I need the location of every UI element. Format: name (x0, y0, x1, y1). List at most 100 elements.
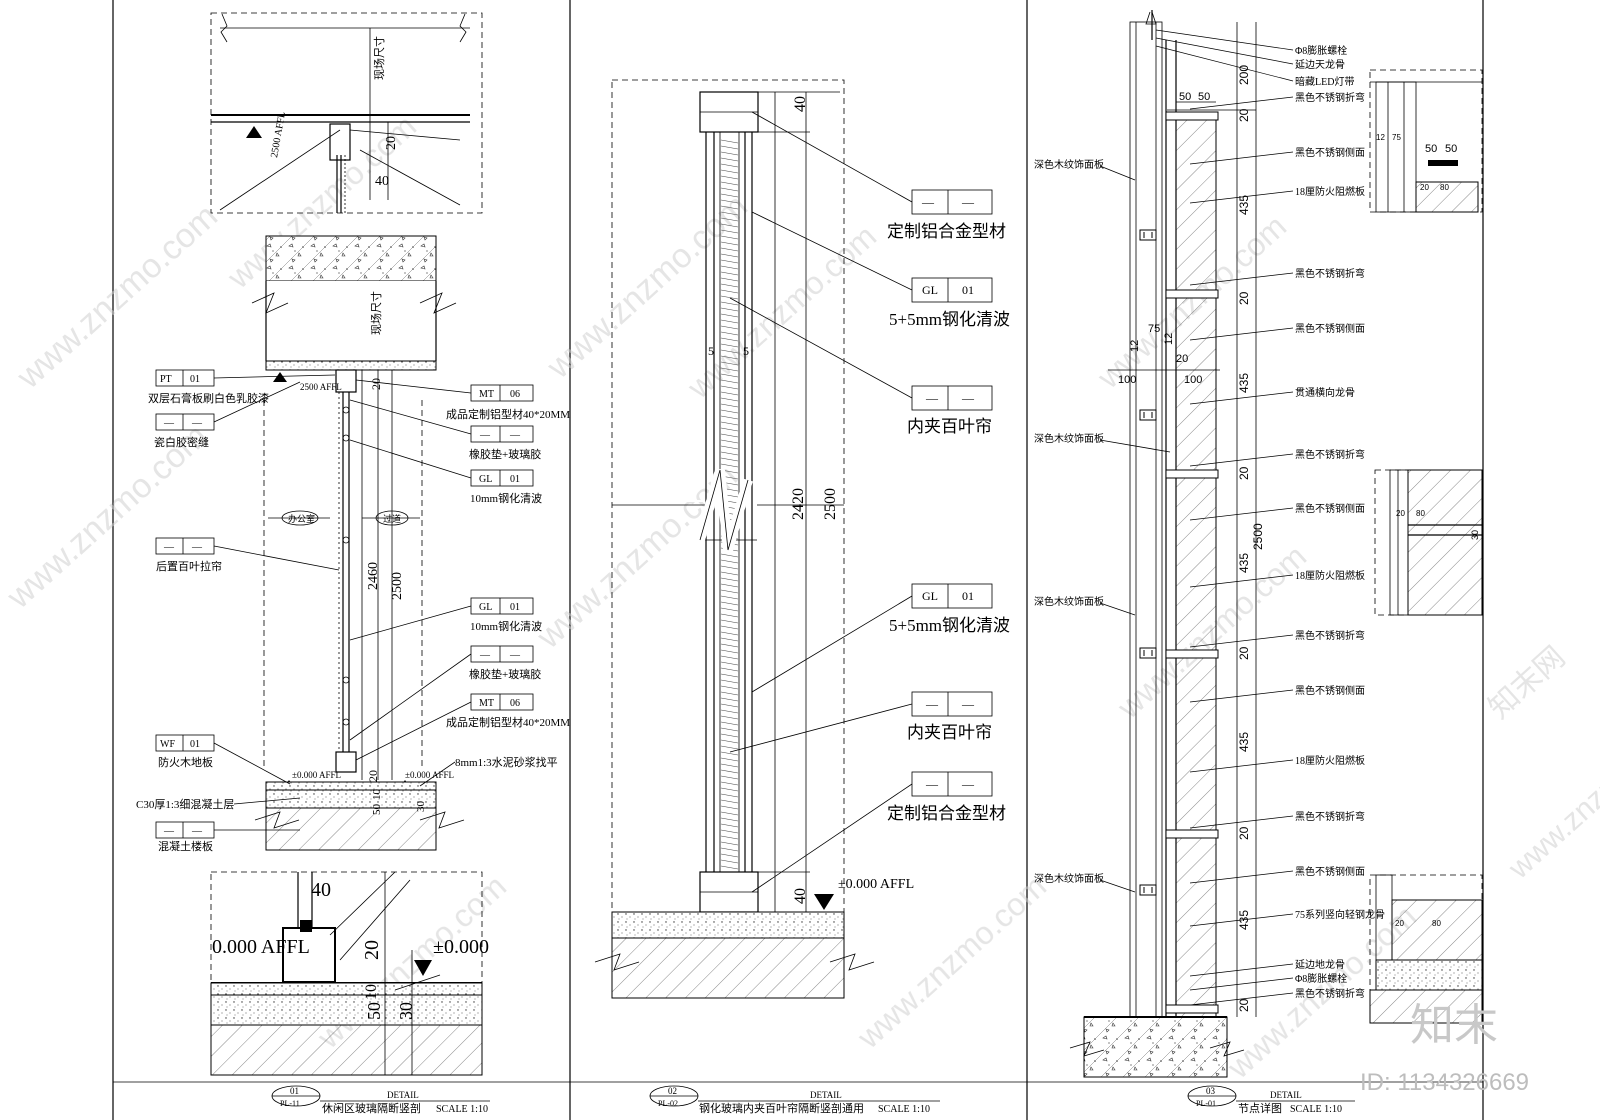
dim-5b: 5 (743, 344, 749, 358)
blind-slat (720, 847, 739, 852)
dim-5a: 5 (708, 344, 714, 358)
blind-slat (720, 721, 739, 726)
blind-slat (720, 565, 739, 570)
svg-text:MT: MT (479, 698, 494, 709)
room-office: 办公室 (288, 513, 315, 524)
blind-slat (720, 169, 739, 174)
callout-label: Φ8膨胀螺栓 (1295, 44, 1347, 57)
tag-slab: — — 混凝土楼板 (155, 821, 300, 853)
callout-leader (1189, 689, 1294, 703)
blind-slat (720, 253, 739, 258)
svg-text:C30厚1:3细混凝土层: C30厚1:3细混凝土层 (136, 797, 234, 811)
blind-slat (720, 571, 739, 576)
callout-label: 黑色不锈钢侧面 (1295, 146, 1365, 159)
svg-text:GL: GL (922, 589, 938, 603)
blind-slat (720, 673, 739, 678)
blind-slat (720, 397, 739, 402)
blind-slat (720, 145, 739, 150)
svg-text:50: 50 (1198, 91, 1210, 103)
blind-slat (720, 685, 739, 690)
stud-clip (1139, 229, 1157, 241)
detail-scale: SCALE 1:10 (436, 1104, 488, 1115)
blind-slat (720, 421, 739, 426)
inset-bottom: 20 80 (1369, 874, 1483, 1024)
blind-slat (720, 595, 739, 600)
blind-slat (720, 235, 739, 240)
svg-text:—: — (163, 418, 175, 429)
blind-slat (720, 349, 739, 354)
detail-scale: SCALE 1:10 (1290, 1104, 1342, 1115)
blind-slat (720, 409, 739, 414)
blind-slat (720, 763, 739, 768)
callout-label: 黑色不锈钢侧面 (1295, 322, 1365, 335)
svg-text:GL: GL (479, 474, 492, 485)
svg-text:10mm钢化清波: 10mm钢化清波 (470, 491, 542, 505)
blind-slat (720, 289, 739, 294)
svg-text:定制铝合金型材: 定制铝合金型材 (887, 222, 1006, 241)
blind-slat (720, 325, 739, 330)
svg-text:PT: PT (160, 374, 172, 385)
svg-text:GL: GL (479, 602, 492, 613)
svg-text:100: 100 (1184, 374, 1202, 386)
zoom-level-a: 0.000 AFFL (212, 936, 310, 958)
tag-screed: 8mm1:3水泥砂浆找平 (419, 755, 558, 787)
blind-slat (720, 223, 739, 228)
blind-slat (720, 805, 739, 810)
callout-leader (1189, 992, 1294, 1006)
blind-slat (720, 259, 739, 264)
blind-slat (720, 751, 739, 756)
svg-text:20: 20 (1237, 108, 1251, 122)
tag-c30: C30厚1:3细混凝土层 (136, 797, 301, 811)
blind-slat (720, 691, 739, 696)
svg-text:01: 01 (962, 589, 974, 603)
blind-slat (720, 781, 739, 786)
svg-text:—: — (163, 826, 175, 837)
blind-slat (720, 553, 739, 558)
blind-slat (720, 583, 739, 588)
callout-label: 18厘防火阻燃板 (1295, 185, 1365, 198)
callout-leader (1189, 327, 1294, 341)
blind-slat (720, 559, 739, 564)
callout-label: 延边天龙骨 (1295, 58, 1345, 71)
blind-slat (720, 607, 739, 612)
dim-2460: 2460 (366, 562, 381, 590)
blind-slat (720, 577, 739, 582)
svg-text:75: 75 (1148, 323, 1160, 335)
svg-text:—: — (925, 697, 939, 711)
callout-label: 暗藏LED灯带 (1295, 75, 1354, 88)
svg-text:MT: MT (479, 389, 494, 400)
panel-3-footer: 03 PL-01 DETAIL 节点详图 SCALE 1:10 (1187, 1085, 1355, 1115)
tag-rubber-bottom: — — 橡胶垫+玻璃胶 (349, 645, 541, 741)
svg-text:深色木纹饰面板: 深色木纹饰面板 (1034, 595, 1104, 608)
tag-gl01-top: GL 01 10mm钢化清波 (349, 439, 542, 505)
dim-30: 30 (415, 801, 427, 813)
svg-text:8mm1:3水泥砂浆找平: 8mm1:3水泥砂浆找平 (455, 755, 558, 769)
blind-slat (720, 301, 739, 306)
blind-slat (720, 199, 739, 204)
bottom-zoom-detail: 40 20 10 50 30 0.000 AFFL ±0.000 (210, 871, 489, 1076)
svg-text:—: — (921, 195, 935, 209)
svg-text:200: 200 (1237, 65, 1251, 85)
blind-slat (720, 445, 739, 450)
blind-slat (720, 385, 739, 390)
brand-marks: 知末 ID: 1134326669 (1360, 1001, 1529, 1096)
detail-number: 01 (290, 1086, 299, 1096)
svg-text:80: 80 (1432, 919, 1441, 928)
blind-slat (720, 703, 739, 708)
svg-text:5+5mm钢化清波: 5+5mm钢化清波 (889, 616, 1010, 635)
callout-leader (1189, 759, 1294, 773)
detail-word: DETAIL (387, 1090, 419, 1100)
dim-40-top: 40 (792, 96, 809, 112)
svg-text:—: — (191, 826, 203, 837)
blind-slat (720, 157, 739, 162)
tag-wf01: WF 01 防火木地板 (155, 734, 291, 785)
callout-leader (1189, 870, 1294, 884)
callout-label: Φ8膨胀螺栓 (1295, 972, 1347, 985)
blind-slat (720, 379, 739, 384)
sheet-number: PL-02 (658, 1099, 678, 1108)
level-2500: 2500 AFFL (269, 111, 288, 159)
blind-slat (720, 835, 739, 840)
main-section: 现场尺寸 2460 2500 20 2500 AFFL 办公室 过道 ±0.00… (251, 235, 465, 851)
tag-blind-bottom: — — 内夹百叶帘 (729, 691, 993, 753)
watermark-text: www.znzmo.com (1502, 710, 1600, 886)
